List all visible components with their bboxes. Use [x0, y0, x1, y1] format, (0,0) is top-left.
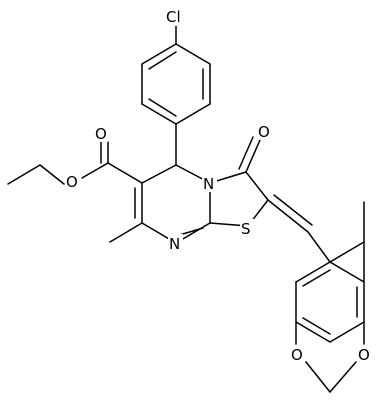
dioxole-oxygen-left-atom: O — [291, 346, 303, 364]
label-bg — [290, 345, 304, 363]
label-bg — [357, 345, 371, 363]
label-bg — [257, 122, 271, 140]
bond — [81, 162, 109, 179]
bonds — [7, 23, 365, 393]
bond — [141, 164, 177, 184]
bond — [141, 103, 177, 125]
ester-alkoxy-oxygen-atom: O — [66, 173, 78, 191]
label-bg — [202, 174, 217, 192]
bond — [329, 321, 365, 343]
bond — [238, 136, 254, 170]
label-bg — [164, 6, 189, 26]
cl-atom: Cl — [166, 8, 181, 26]
ring-nitrogen-atom: N — [203, 175, 214, 193]
imine-nitrogen-atom: N — [169, 235, 180, 253]
label-bg — [240, 219, 254, 237]
bond — [39, 164, 65, 185]
bond — [7, 164, 41, 185]
bond-inner — [148, 51, 177, 70]
sulfur-atom: S — [241, 220, 251, 238]
bond — [307, 231, 331, 263]
bond — [295, 261, 331, 283]
bond — [141, 43, 177, 65]
dioxole-oxygen-right-atom: O — [358, 346, 370, 364]
bond — [267, 199, 309, 233]
bond — [107, 162, 143, 184]
bond — [245, 171, 269, 201]
bond — [329, 361, 357, 393]
carbonyl-oxygen-atom: O — [258, 123, 270, 141]
bond-inner — [302, 317, 331, 335]
bond — [175, 103, 211, 125]
bond-inner — [302, 269, 331, 287]
bond — [329, 261, 365, 283]
label-bg — [94, 124, 108, 142]
bond — [175, 43, 211, 65]
label-bg — [168, 234, 183, 252]
bond — [245, 139, 261, 173]
bond — [305, 361, 331, 393]
bond — [109, 222, 143, 243]
ester-carbonyl-oxygen-atom: O — [95, 125, 107, 143]
atom-labels: Cl O O O N N S O O — [65, 6, 371, 364]
bond-inner — [148, 98, 177, 117]
bond — [273, 194, 313, 226]
bond — [295, 321, 331, 343]
bond — [329, 241, 365, 263]
label-bg — [65, 172, 79, 190]
